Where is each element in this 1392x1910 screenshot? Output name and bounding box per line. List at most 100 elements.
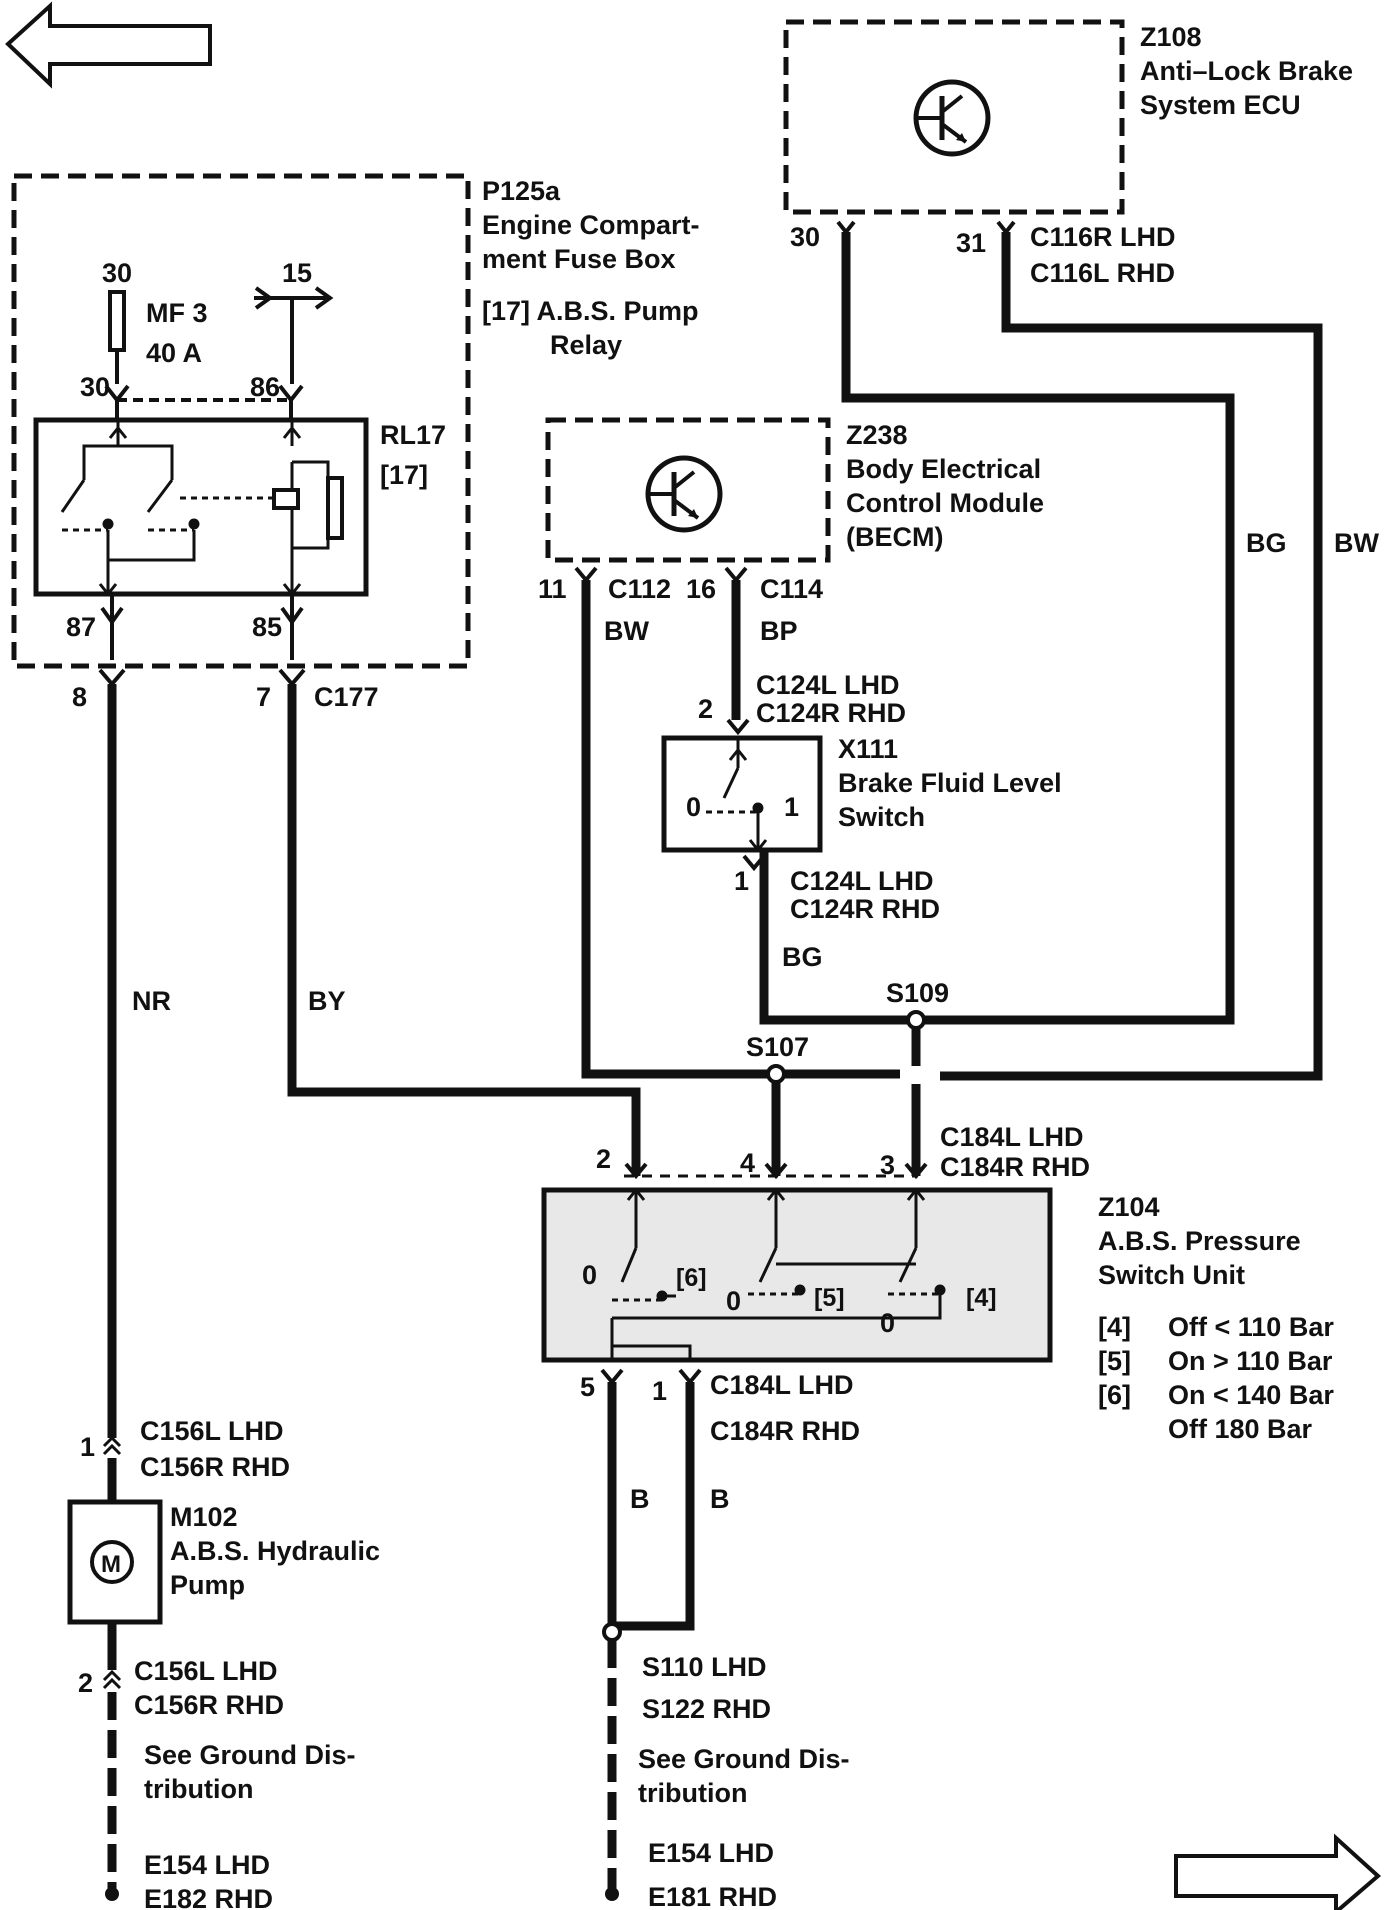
- ground-left-line2: tribution: [144, 1774, 253, 1804]
- c177-pin8: 8: [72, 682, 87, 712]
- z108-id: Z108: [1140, 22, 1202, 52]
- z104-note-ref-4: [4]: [1098, 1312, 1131, 1342]
- x111-pin1: 1: [734, 866, 749, 896]
- z238-id: Z238: [846, 420, 908, 450]
- z238-line2: Control Module: [846, 488, 1044, 518]
- wire-c177-by: [287, 684, 641, 1176]
- p125a-id: P125a: [482, 176, 561, 206]
- transistor-icon: [913, 79, 991, 157]
- p125a-fuse-box: P125a Engine Compart- ment Fuse Box [17]…: [11, 173, 700, 669]
- ground-left-e1: E154 LHD: [144, 1850, 270, 1880]
- p125a-line2: ment Fuse Box: [482, 244, 676, 274]
- z108-line1: Anti–Lock Brake: [1140, 56, 1353, 86]
- splices: S107 S109 S110 LHD S122 RHD: [602, 978, 949, 1724]
- ground-right-line2: tribution: [638, 1778, 747, 1808]
- x111-conn-bot2: C124R RHD: [790, 894, 940, 924]
- z104-conn-bot2: C184R RHD: [710, 1416, 860, 1446]
- rl17-ref: [17]: [380, 460, 428, 490]
- pin-85: 85: [252, 612, 282, 642]
- ground-right-e1: E154 LHD: [648, 1838, 774, 1868]
- x111-pos0: 0: [686, 792, 701, 822]
- z104-pin2: 2: [596, 1144, 611, 1174]
- x111-brake-fluid-switch: X111 Brake Fluid Level Switch 2 C124L LH…: [661, 670, 1062, 924]
- z238-pin11: 11: [538, 574, 567, 604]
- z104-line1: A.B.S. Pressure: [1098, 1226, 1301, 1256]
- x111-pos1: 1: [784, 792, 799, 822]
- z238-becm: Z238 Body Electrical Control Module (BEC…: [538, 417, 1044, 604]
- z238-conn-c112: C112: [608, 574, 671, 604]
- z108-conn2: C116L RHD: [1030, 258, 1175, 288]
- ground-icon: [605, 1887, 619, 1901]
- wire-b-right-label: B: [710, 1484, 730, 1514]
- m102-conn-bot2: C156R RHD: [134, 1690, 284, 1720]
- m102-pin1: 1: [80, 1432, 95, 1462]
- ground-left: See Ground Dis- tribution E154 LHD E182 …: [105, 1740, 356, 1910]
- z104-line2: Switch Unit: [1098, 1260, 1245, 1290]
- m102-id: M102: [170, 1502, 238, 1532]
- z104-pin1: 1: [652, 1376, 667, 1406]
- z104-note-text-6b: Off 180 Bar: [1168, 1414, 1313, 1444]
- s107-splice: [766, 1064, 786, 1084]
- x111-conn-top2: C124R RHD: [756, 698, 906, 728]
- rl17-relay: RL17 [17] 87 85: [33, 417, 446, 660]
- wire-nr-label: NR: [132, 986, 171, 1016]
- ground-right-e2: E181 RHD: [648, 1882, 777, 1910]
- fuse-icon: [108, 290, 126, 352]
- z104-sw-a: [6]: [676, 1264, 707, 1292]
- wire-z104-1-b: [612, 1382, 695, 1631]
- z104-note-ref-6: [6]: [1098, 1380, 1131, 1410]
- z104-id: Z104: [1098, 1192, 1160, 1222]
- right-arrow-icon[interactable]: [1174, 1833, 1382, 1910]
- pin-30-top: 30: [102, 258, 132, 288]
- x111-id: X111: [838, 734, 898, 764]
- z104-note-text-6: On < 140 Bar: [1168, 1380, 1334, 1410]
- pin-15-top: 15: [282, 258, 312, 288]
- c177-connector: 8 7 C177: [72, 668, 379, 712]
- z238-line1: Body Electrical: [846, 454, 1041, 484]
- pin-87: 87: [66, 612, 96, 642]
- wire-b-left-label: B: [630, 1484, 650, 1514]
- x111-pin2: 2: [698, 694, 713, 724]
- m102-conn-bot1: C156L LHD: [134, 1656, 278, 1686]
- wire-z108-30-bg: [759, 232, 1235, 1025]
- wire-bg-x111-label: BG: [782, 942, 823, 972]
- z108-abs-ecu: Z108 Anti–Lock Brake System ECU 30 31 C1…: [783, 19, 1353, 288]
- pin-86: 86: [250, 372, 280, 402]
- wire-colors: NR BY BW BP BG BG BW B B: [132, 528, 1379, 1514]
- fuse-rating: 40 A: [146, 338, 202, 368]
- c177-pin7: 7: [256, 682, 271, 712]
- ground-left-e2: E182 RHD: [144, 1884, 273, 1910]
- z238-pin16: 16: [686, 574, 716, 604]
- z238-line3: (BECM): [846, 522, 943, 552]
- z104-note-text-5: On > 110 Bar: [1168, 1346, 1333, 1376]
- left-arrow-icon[interactable]: [5, 1, 212, 89]
- s122-label: S122 RHD: [642, 1694, 771, 1724]
- s109-label: S109: [886, 978, 949, 1008]
- p125a-note2: Relay: [550, 330, 622, 360]
- z238-conn-c114: C114: [760, 574, 823, 604]
- wire-c112-bw: [581, 580, 900, 1079]
- s107-label: S107: [746, 1032, 809, 1062]
- ground-right: See Ground Dis- tribution E154 LHD E181 …: [605, 1744, 850, 1910]
- m102-conn-top2: C156R RHD: [140, 1452, 290, 1482]
- m102-conn-top1: C156L LHD: [140, 1416, 284, 1446]
- x111-conn-bot1: C124L LHD: [790, 866, 934, 896]
- z108-pin31: 31: [956, 228, 986, 258]
- z108-line2: System ECU: [1140, 90, 1301, 120]
- m102-line2: Pump: [170, 1570, 245, 1600]
- z104-zero-b: 0: [726, 1286, 741, 1316]
- z104-pin5: 5: [580, 1372, 595, 1402]
- x111-line1: Brake Fluid Level: [838, 768, 1062, 798]
- transistor-icon: [645, 455, 723, 533]
- z104-conn-top1: C184L LHD: [940, 1122, 1084, 1152]
- motor-icon: [90, 1540, 134, 1584]
- z104-pin4: 4: [740, 1148, 755, 1178]
- z104-note-ref-5: [5]: [1098, 1346, 1131, 1376]
- p125a-line1: Engine Compart-: [482, 210, 700, 240]
- m102-hydraulic-pump: M M102 A.B.S. Hydraulic Pump 1 C156L LHD…: [67, 1416, 380, 1720]
- m102-pin2: 2: [78, 1668, 93, 1698]
- motor-symbol: M: [101, 1551, 121, 1578]
- s110-splice: [602, 1622, 622, 1642]
- s110-label: S110 LHD: [642, 1652, 767, 1682]
